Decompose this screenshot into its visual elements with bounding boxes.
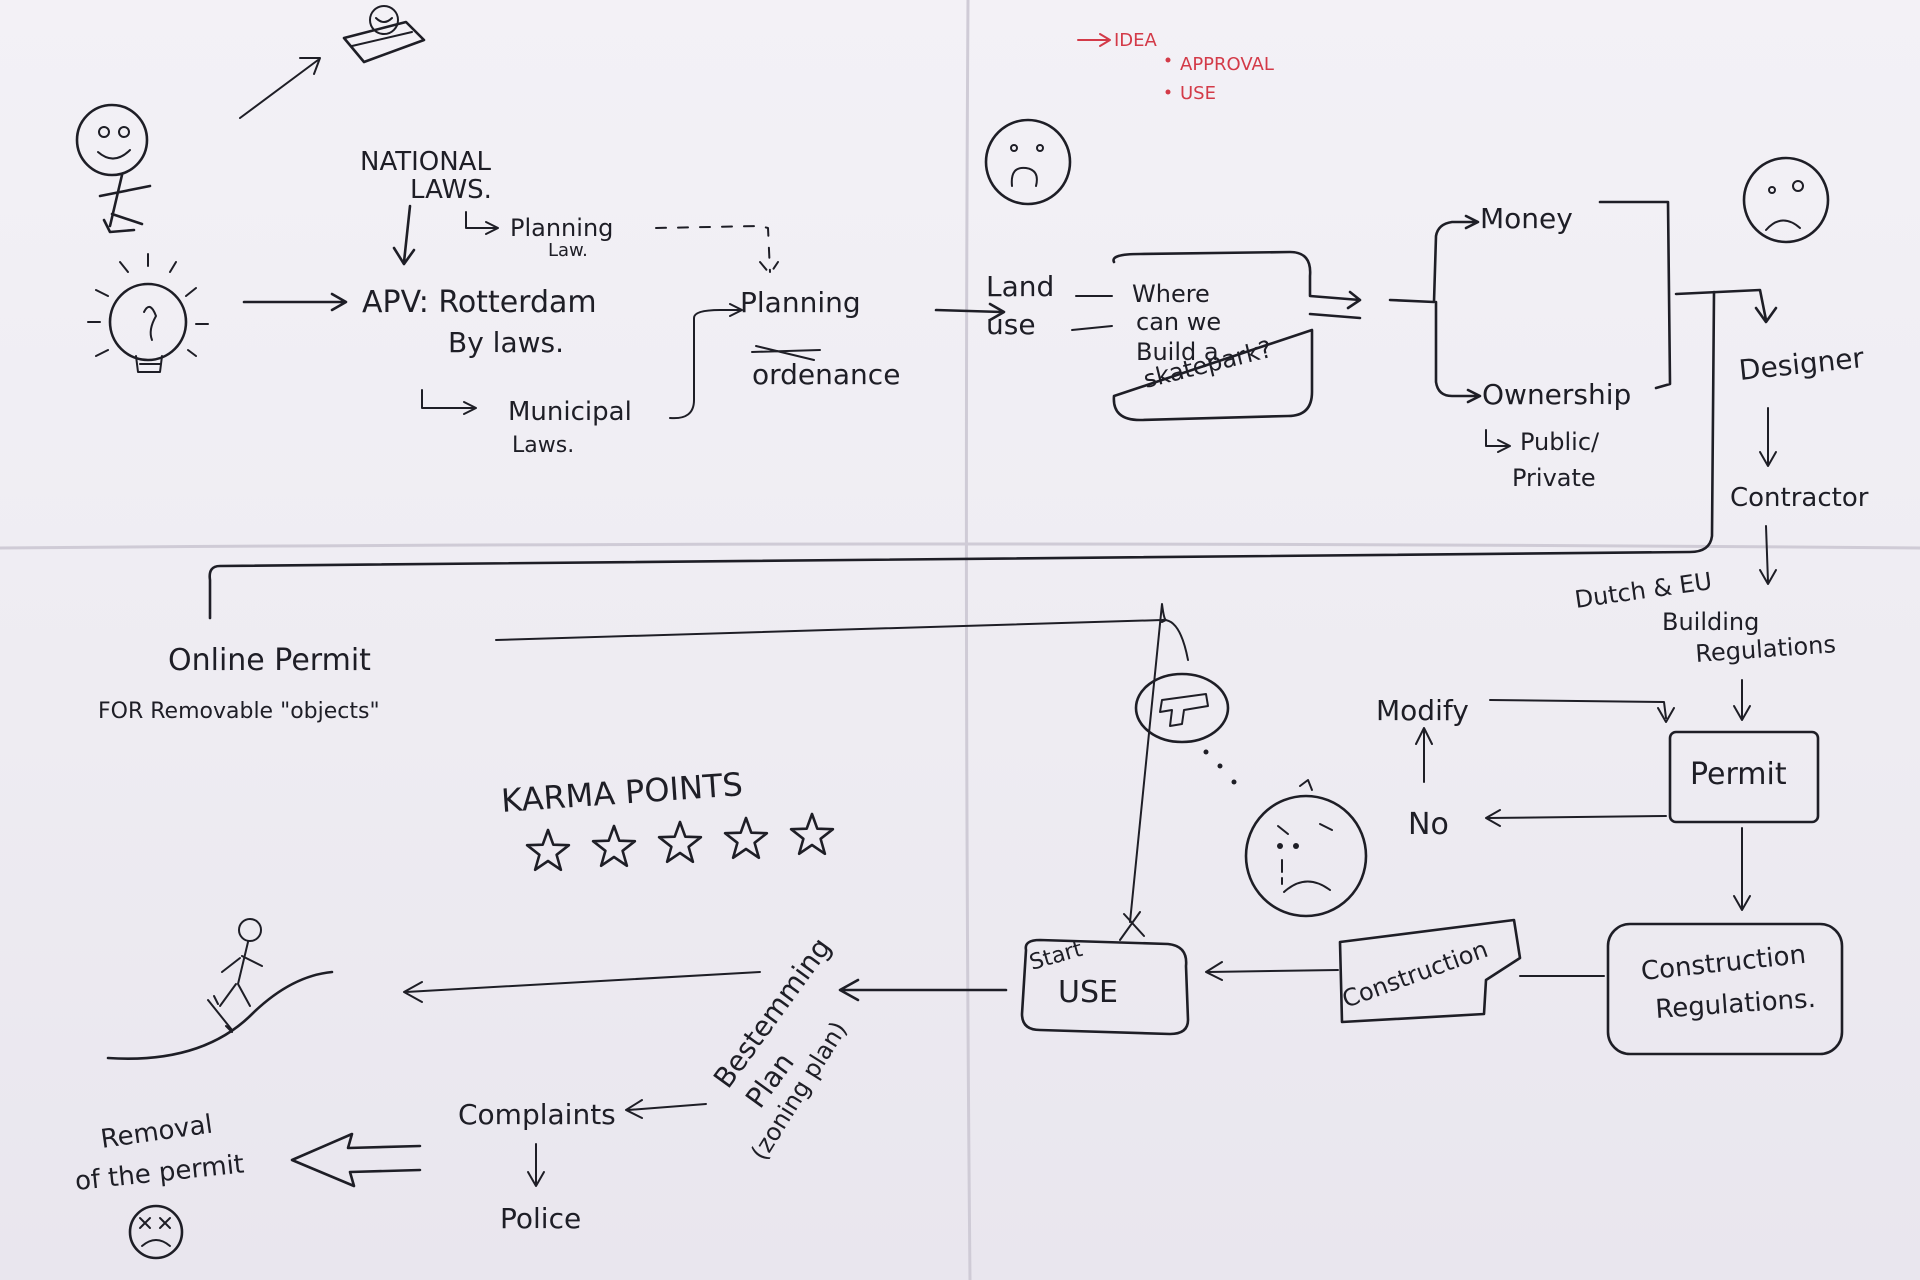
branch-planning-law — [465, 211, 499, 235]
municipal-laws-2: Laws. — [512, 433, 574, 458]
dashed-arrow-to-planning — [655, 225, 779, 275]
question-line-3: Build a — [1136, 338, 1219, 366]
legend-idea: IDEA — [1114, 30, 1158, 51]
question-box — [1112, 250, 1362, 422]
arrow-start-to-bestemming — [838, 978, 1008, 1002]
star-icon — [657, 820, 703, 864]
arrow-contractor-regulations — [1759, 525, 1777, 585]
karma-points: KARMA POINTS — [500, 765, 744, 820]
national-laws-2: LAWS. — [410, 175, 492, 205]
fold-crease-horizontal — [0, 542, 1920, 550]
planning-law-2: Law. — [548, 240, 588, 261]
police: Police — [500, 1202, 581, 1235]
sad-face-icon-right — [1742, 156, 1830, 244]
dead-face-icon — [128, 1204, 184, 1260]
construction: Construction — [1338, 935, 1491, 1014]
crying-face-icon — [1244, 779, 1368, 918]
legend-bullet — [1165, 89, 1171, 95]
public-private: Public/ — [1520, 428, 1600, 456]
gun-thought-icon — [1134, 672, 1237, 785]
arrow-designer-contractor — [1759, 407, 1777, 467]
modify: Modify — [1376, 694, 1469, 727]
arrow-permit-to-regulations — [1733, 827, 1751, 911]
construction-regulations-2: Regulations. — [1654, 984, 1816, 1025]
planning-law: Planning — [510, 214, 613, 242]
permit-box — [1668, 730, 1820, 824]
question-line-2: can we — [1136, 308, 1221, 336]
money: Money — [1480, 202, 1573, 235]
cross-mark — [1119, 911, 1145, 941]
construction-box — [1338, 918, 1522, 1024]
fold-crease-vertical — [964, 0, 972, 1280]
arrow-to-permit — [1733, 679, 1751, 721]
start-use-box — [1020, 938, 1190, 1036]
smiley-person-icon — [75, 103, 152, 234]
legend-approval: APPROVAL — [1180, 54, 1274, 75]
star-icon — [525, 828, 571, 872]
arrow-no-to-modify — [1415, 727, 1433, 783]
apv-bylaws: By laws. — [448, 326, 564, 359]
arrow-to-complaints — [625, 1099, 707, 1119]
land-use: Land — [986, 270, 1054, 303]
scribble-strike — [751, 345, 821, 361]
apv-rotterdam: APV: Rotterdam — [362, 285, 597, 320]
no: No — [1408, 807, 1449, 842]
arrow-municipal-to-planning — [669, 303, 743, 420]
arrow-construction-to-start — [1205, 961, 1339, 981]
star-icon — [789, 812, 835, 856]
planning-ordenance-2: ordenance — [752, 358, 900, 391]
legend-bullet — [1165, 57, 1171, 63]
removable-objects: FOR Removable "objects" — [98, 699, 380, 724]
line-online-to-start — [495, 603, 1189, 923]
arrow-to-land-use — [934, 302, 1006, 322]
arrow-to-police — [527, 1143, 545, 1187]
branch-municipal — [421, 389, 477, 415]
removal-2: of the permit — [74, 1149, 246, 1197]
connector-to-online-permit — [208, 290, 1716, 620]
branch-public — [1485, 429, 1511, 453]
building: Building — [1662, 608, 1759, 636]
municipal-laws: Municipal — [508, 397, 632, 427]
dutch-eu: Dutch & EU — [1573, 567, 1714, 614]
start-use: Start — [1027, 937, 1086, 976]
construction-regulations: Construction — [1640, 940, 1808, 987]
online-permit: Online Permit — [168, 643, 371, 678]
arrow-to-laptop — [239, 57, 321, 119]
complaints: Complaints — [458, 1098, 616, 1131]
lightbulb-icon — [87, 253, 209, 373]
permit: Permit — [1690, 757, 1787, 792]
sad-face-icon-top — [984, 118, 1072, 206]
arrow-modify-to-permit — [1489, 699, 1675, 723]
construction-regulations-box — [1606, 922, 1844, 1056]
laptop-icon — [342, 5, 426, 64]
question-line-1: Where — [1132, 280, 1210, 308]
arrow-bulb-to-apv — [242, 292, 348, 312]
legend: IDEA APPROVAL USE — [1077, 30, 1274, 104]
land-use-connectors — [1071, 295, 1113, 331]
national-laws: NATIONAL — [360, 147, 491, 177]
removal: Removal — [99, 1110, 215, 1155]
legend-arrow-icon — [1077, 33, 1111, 47]
planning-ordenance: Planning — [740, 286, 861, 319]
arrow-split-money-ownership — [1388, 214, 1482, 404]
star-icon — [591, 824, 637, 868]
karma-stars — [525, 812, 835, 872]
designer: Designer — [1737, 341, 1866, 387]
arrow-national-to-apv — [392, 204, 416, 266]
ownership: Ownership — [1482, 378, 1631, 411]
arrow-permit-to-no — [1485, 809, 1667, 827]
contractor: Contractor — [1730, 483, 1869, 513]
public-private-2: Private — [1512, 464, 1596, 492]
start-use-2: USE — [1058, 975, 1118, 1010]
star-icon — [723, 816, 769, 860]
big-arrow-to-removal — [290, 1132, 422, 1188]
bracket-to-designer — [1598, 200, 1778, 390]
arrow-to-skater — [403, 971, 761, 1003]
skateboarder-icon — [106, 918, 334, 1060]
legend-use: USE — [1180, 83, 1216, 104]
land-use-2: use — [986, 308, 1036, 341]
